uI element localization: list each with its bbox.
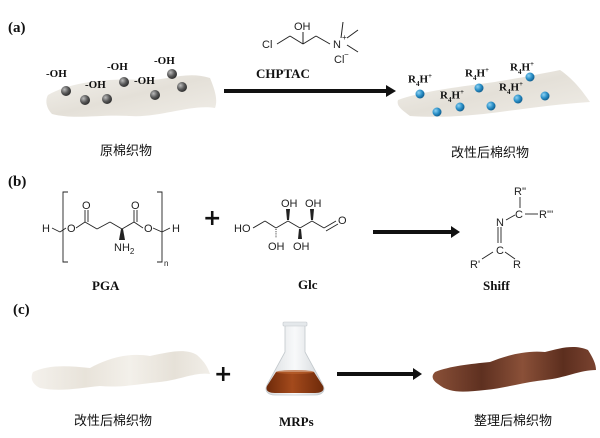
blue-sphere <box>432 107 442 117</box>
modified-cotton-fabric <box>397 70 590 117</box>
modified-cotton-fabric-c <box>31 351 210 390</box>
chptac-n: N <box>333 39 341 51</box>
gray-sphere <box>80 95 90 105</box>
glc-o-aldehyde: O <box>338 215 347 227</box>
chptac-structure <box>276 21 359 53</box>
pga-o-ester: O <box>67 223 76 235</box>
glc-ho: HO <box>234 223 251 235</box>
pga-o-carbonyl-1: O <box>82 200 91 212</box>
shiff-label: Shiff <box>483 278 510 293</box>
pga-nh2: NH2 <box>114 242 135 256</box>
shiff-structure <box>481 197 538 260</box>
pga-repeat-n: n <box>164 259 168 268</box>
glc-stereo-bonds <box>275 209 314 239</box>
chptac-charge: + <box>342 33 347 42</box>
flask-rim <box>282 321 308 327</box>
pga-structure <box>51 191 171 263</box>
gray-sphere <box>177 82 187 92</box>
plus-sign-c: + <box>214 362 233 387</box>
shiff-n: N <box>496 217 504 229</box>
modified-cotton-caption-c: 改性后棉织物 <box>74 414 153 429</box>
chptac-cl-left: Cl <box>262 39 272 51</box>
glc-oh-4: OH <box>293 241 310 253</box>
pga-o-carbonyl-2: O <box>131 200 140 212</box>
reaction-arrow-c <box>337 368 422 380</box>
chptac-cl-charge: − <box>344 50 349 59</box>
pga-o-ester-2: O <box>144 223 153 235</box>
gray-sphere <box>102 94 112 104</box>
flask-liquid <box>266 372 324 393</box>
blue-sphere <box>513 94 523 104</box>
blue-sphere <box>540 91 550 101</box>
glc-oh-2: OH <box>305 198 322 210</box>
plus-sign-b: + <box>203 206 222 231</box>
panel-b-label: (b) <box>8 174 27 190</box>
gray-sphere <box>61 86 71 96</box>
chptac-label: CHPTAC <box>256 66 310 81</box>
raw-cotton-caption: 原棉织物 <box>100 144 153 159</box>
hydroxyl-label: -OH <box>134 75 155 87</box>
hydroxyl-label: -OH <box>154 55 175 67</box>
cationic-label: R4H+ <box>465 66 490 82</box>
glc-structure <box>252 220 339 232</box>
blue-sphere <box>455 102 465 112</box>
pga-wedge-bond <box>119 229 125 240</box>
gray-sphere <box>167 69 177 79</box>
finished-cotton-caption: 整理后棉织物 <box>474 414 553 429</box>
cationic-label: R4H+ <box>440 88 465 104</box>
pga-h-left: H <box>42 223 50 235</box>
finished-cotton-fabric <box>432 346 596 392</box>
gray-sphere <box>119 77 129 87</box>
shiff-r-double-prime: R'' <box>514 186 526 198</box>
reaction-arrow-a <box>224 85 396 97</box>
cationic-label: R4H+ <box>510 60 535 76</box>
cationic-label: R4H+ <box>408 72 433 88</box>
glc-oh-3: OH <box>268 241 285 253</box>
pga-label: PGA <box>92 278 120 293</box>
panel-a-label: (a) <box>8 20 26 36</box>
reaction-arrow-b <box>373 226 460 238</box>
shiff-r-prime: R' <box>470 259 480 271</box>
chptac-oh: OH <box>294 21 311 33</box>
panel-c-label: (c) <box>13 302 30 318</box>
mrps-flask <box>265 321 325 396</box>
hydroxyl-label: -OH <box>46 68 67 80</box>
shiff-r: R <box>513 259 521 271</box>
cationic-spheres <box>415 72 550 117</box>
pga-h-right: H <box>172 223 180 235</box>
shiff-c-top: C <box>515 209 523 221</box>
shiff-r-triple-prime: R''' <box>539 209 553 221</box>
blue-sphere <box>415 89 425 99</box>
hydroxyl-label: -OH <box>85 79 106 91</box>
hydroxyl-spheres <box>61 69 187 105</box>
glc-label: Glc <box>298 277 318 292</box>
modified-cotton-caption: 改性后棉织物 <box>451 146 530 161</box>
raw-cotton-fabric <box>46 75 217 117</box>
shiff-c-bottom: C <box>496 245 504 257</box>
blue-sphere <box>486 101 496 111</box>
mrps-label: MRPs <box>279 414 314 429</box>
cationic-label: R4H+ <box>499 80 524 96</box>
blue-sphere <box>525 72 535 82</box>
glc-oh-1: OH <box>281 198 298 210</box>
chptac-cl-ion: Cl <box>334 54 344 66</box>
hydroxyl-label: -OH <box>107 61 128 73</box>
blue-sphere <box>474 83 484 93</box>
gray-sphere <box>150 90 160 100</box>
